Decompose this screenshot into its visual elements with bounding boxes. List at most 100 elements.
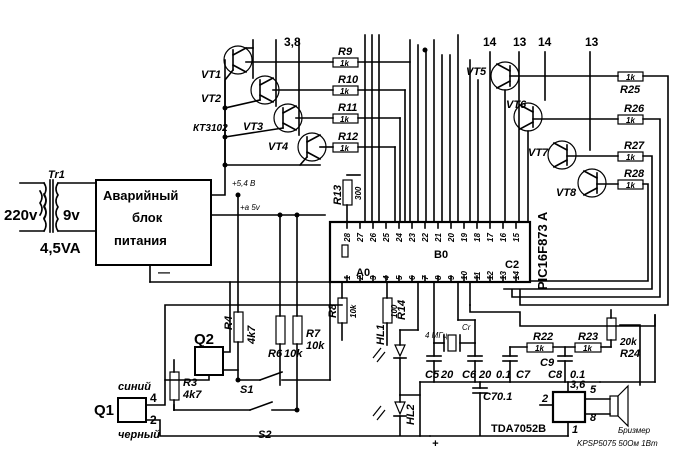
mcu-pin-number: 22	[421, 233, 430, 243]
c8-value: 0.1	[570, 369, 585, 381]
s1-label: S1	[240, 384, 253, 396]
resistor-r13	[342, 179, 353, 206]
vt3-label: VT3	[243, 121, 263, 133]
capacitor-c6	[467, 342, 483, 383]
mcu-pin-number: 7	[421, 275, 430, 280]
vt4-label: VT4	[268, 141, 288, 153]
mcu-pin-number: 10	[460, 271, 469, 280]
c9-label: C9	[540, 357, 555, 369]
speaker-icon	[609, 384, 629, 428]
block-title-3: питания	[114, 233, 167, 248]
r9-label: R9	[338, 46, 353, 58]
speaker-model: KPSP5075 50Ом 1Вт	[577, 439, 658, 448]
r13-label: R13	[332, 185, 344, 205]
r25-value: 1k	[626, 73, 635, 82]
transformer	[19, 179, 97, 233]
r25-label: R25	[620, 84, 641, 96]
rail-5v-label: +а 5v	[240, 203, 261, 212]
rail-54-label: +5,4 В	[232, 179, 256, 188]
r14-value: 100	[390, 304, 399, 318]
r10-value: 1k	[340, 87, 349, 96]
crystal-freq: 4 МГц	[425, 331, 448, 340]
c6-label: C6	[462, 369, 477, 381]
mcu-pin-number: 19	[460, 233, 469, 242]
crystal-label: Cr	[462, 323, 471, 332]
mcu-c2: C2	[505, 259, 519, 271]
capacitor-c5	[426, 342, 442, 383]
transistor-vt1	[223, 45, 253, 75]
r8-value: 10k	[349, 304, 358, 318]
r12-label: R12	[338, 131, 358, 143]
hl1-label: HL1	[375, 324, 387, 345]
r3-value: 4k7	[182, 389, 202, 401]
q1-pin-4: 4	[150, 391, 157, 405]
pin-13-label-a: 13	[513, 35, 527, 49]
emergency-power-block	[95, 179, 212, 266]
wire-blue-label: синий	[118, 381, 151, 393]
c6-value: 20	[478, 369, 492, 381]
mcu-pin-number: 16	[499, 233, 508, 242]
mcu-pin-number: 3	[369, 275, 378, 280]
r27-value: 1k	[626, 153, 635, 162]
r24-label: R24	[620, 348, 640, 360]
mcu-pin-number: 9	[447, 275, 456, 280]
plus-label: +	[432, 438, 439, 450]
r11-value: 1k	[340, 115, 349, 124]
resistor-r8	[337, 297, 348, 324]
c5-value: 20	[440, 369, 454, 381]
mcu-pic16f873a	[328, 220, 532, 284]
r24-value: 20k	[619, 337, 637, 348]
mcu-pin-number: 26	[369, 233, 378, 243]
switch-s2	[173, 400, 298, 412]
c8-label: C8	[548, 369, 563, 381]
switch-s1	[237, 370, 331, 382]
r13-value: 300	[354, 186, 363, 200]
amp-pin-5: 5	[590, 384, 597, 396]
mcu-pin-number: 14	[512, 271, 521, 280]
amp-pin-2: 2	[541, 393, 548, 405]
mcu-pin-number: 23	[408, 233, 417, 243]
crystal-4mhz	[447, 334, 457, 352]
r6-label: R6	[268, 348, 283, 360]
resistor-r4	[233, 311, 244, 343]
secondary-voltage: 9v	[63, 207, 80, 224]
capacitor-c8	[557, 346, 573, 383]
r4-value: 4k7	[246, 325, 258, 345]
vt2-label: VT2	[201, 93, 221, 105]
vt6-label: VT6	[506, 99, 527, 111]
r7-label: R7	[306, 328, 321, 340]
pin-14-label-a: 14	[483, 35, 497, 49]
capacitor-c70-1	[472, 381, 488, 436]
amp-pin-8: 8	[590, 412, 597, 424]
r28-value: 1k	[626, 181, 635, 190]
mcu-b0: B0	[434, 249, 448, 261]
q2-label: Q2	[194, 331, 214, 348]
mcu-pin-number: 12	[486, 271, 495, 280]
mcu-pin-number: 17	[486, 233, 495, 242]
transistor-type-label: КТ3102	[193, 123, 228, 134]
mcu-pin-number: 20	[447, 233, 456, 243]
r9-value: 1k	[340, 59, 349, 68]
r10-label: R10	[338, 74, 359, 86]
minus-label: —	[158, 265, 170, 279]
vt1-label: VT1	[201, 69, 221, 81]
pin-3-8-label: 3,8	[284, 35, 301, 49]
r6-value: 10k	[284, 348, 303, 360]
mains-voltage: 220v	[4, 207, 38, 224]
mcu-pin-number: 13	[499, 271, 508, 280]
r26-value: 1k	[626, 116, 635, 125]
transistor-vt6	[513, 102, 543, 132]
mcu-pin-number: 15	[512, 233, 521, 242]
capacitor-c7	[502, 346, 518, 383]
amp-pin-3-6: 3,6	[570, 379, 586, 391]
r26-label: R26	[624, 103, 645, 115]
r7-value: 10k	[306, 340, 325, 352]
transformer-rating: 4,5VA	[40, 240, 81, 257]
q1-label: Q1	[94, 402, 114, 419]
transformer-label: Tr1	[48, 169, 65, 181]
r23-label: R23	[578, 331, 598, 343]
r27-label: R27	[624, 140, 645, 152]
r3-label: R3	[183, 377, 197, 389]
mcu-pin-number: 18	[473, 233, 482, 242]
